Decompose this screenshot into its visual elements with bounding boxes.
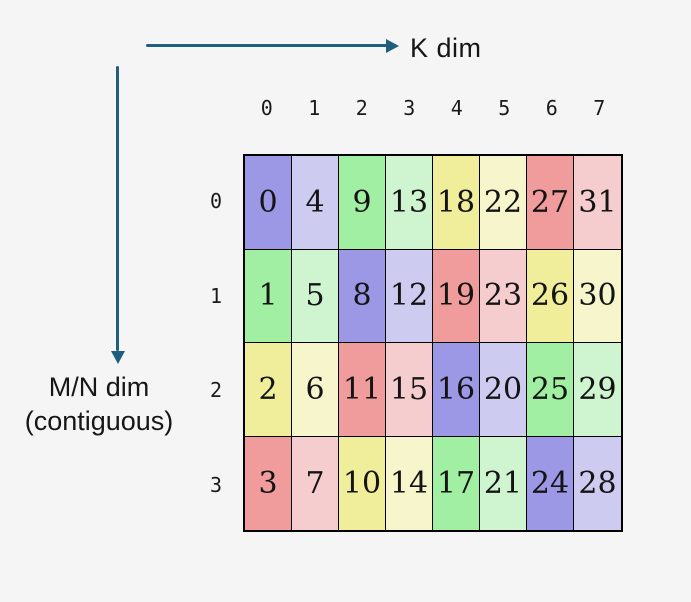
mn-dim-label-line1: M/N dim (48, 372, 150, 402)
column-header: 0 (260, 96, 273, 120)
grid-cell: 2 (245, 343, 292, 437)
column-header: 1 (308, 96, 321, 120)
column-header: 6 (545, 96, 558, 120)
grid-cell: 18 (433, 156, 480, 250)
grid-cell: 19 (433, 249, 480, 343)
grid-cell: 1 (245, 249, 292, 343)
grid-cell: 4 (292, 156, 339, 250)
grid-cell: 11 (339, 343, 386, 437)
column-header: 3 (403, 96, 416, 120)
column-header: 4 (450, 96, 463, 120)
grid-cell: 20 (480, 343, 527, 437)
grid-cell: 7 (292, 436, 339, 530)
mn-dim-arrowhead-icon (110, 351, 125, 364)
grid-cell: 14 (386, 436, 433, 530)
column-header: 2 (355, 96, 368, 120)
row-header: 3 (209, 472, 223, 497)
grid-cell: 16 (433, 343, 480, 437)
k-dim-arrowhead-icon (386, 38, 399, 53)
mn-dim-arrow-line (116, 66, 119, 351)
grid-cell: 17 (433, 436, 480, 530)
mn-dim-label: M/N dim (contiguous) (9, 371, 189, 439)
row-headers: 0 1 2 3 (200, 154, 232, 532)
k-dim-label: K dim (410, 33, 482, 63)
grid-cell: 6 (292, 343, 339, 437)
grid-cell: 22 (480, 156, 527, 250)
grid-cell: 9 (339, 156, 386, 250)
row-header: 0 (209, 189, 223, 214)
grid-cell: 27 (527, 156, 574, 250)
grid-cell: 21 (480, 436, 527, 530)
grid-cell: 10 (339, 436, 386, 530)
grid-cell: 25 (527, 343, 574, 437)
column-header: 7 (593, 96, 606, 120)
mn-dim-label-line2: (contiguous) (24, 405, 174, 436)
grid-cell: 29 (574, 343, 621, 437)
grid-cell: 15 (386, 343, 433, 437)
grid-cell: 13 (386, 156, 433, 250)
grid-cell: 0 (245, 156, 292, 250)
grid-cell: 30 (574, 249, 621, 343)
grid-cell: 28 (574, 436, 621, 530)
grid-cell: 26 (527, 249, 574, 343)
grid-cell: 23 (480, 249, 527, 343)
grid-cell: 24 (527, 436, 574, 530)
grid-cell: 31 (574, 156, 621, 250)
grid-cell: 5 (292, 249, 339, 343)
row-header: 1 (209, 283, 223, 308)
column-headers: 0 1 2 3 4 5 6 7 (243, 96, 623, 120)
row-header: 2 (209, 378, 223, 403)
grid-cell: 8 (339, 249, 386, 343)
grid-cell: 3 (245, 436, 292, 530)
grid-cell: 12 (386, 249, 433, 343)
k-dim-arrow-line (146, 44, 388, 47)
column-header: 5 (498, 96, 511, 120)
